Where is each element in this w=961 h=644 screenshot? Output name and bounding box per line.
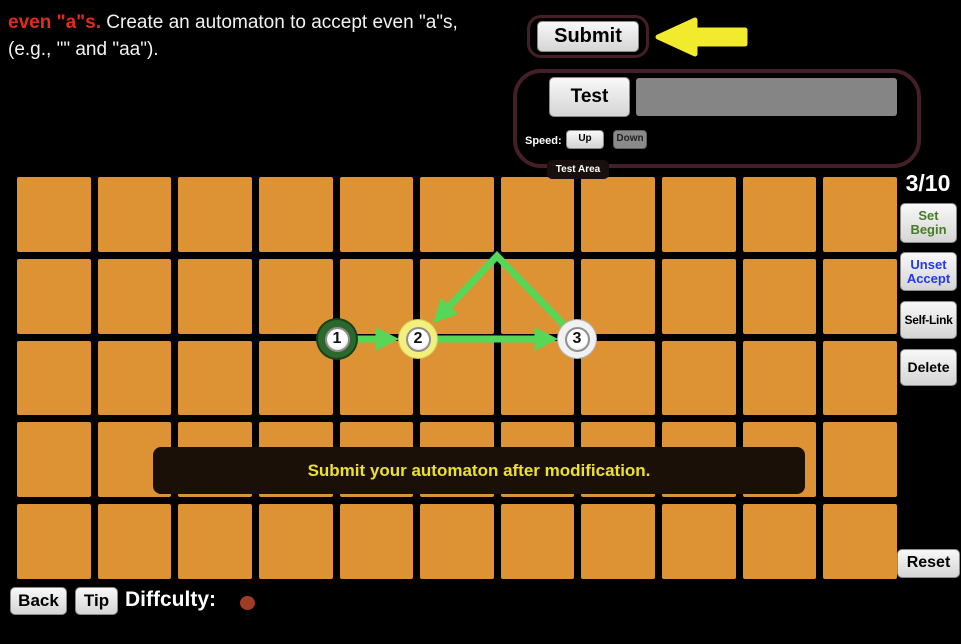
grid-cell[interactable] <box>742 177 817 252</box>
grid-cell[interactable] <box>339 177 414 252</box>
grid-cell[interactable] <box>662 504 736 579</box>
reset-button[interactable]: Reset <box>897 549 960 578</box>
grid-cell[interactable] <box>742 340 817 416</box>
grid-cell[interactable] <box>662 340 736 416</box>
grid-cell[interactable] <box>662 258 736 334</box>
grid-cell[interactable] <box>500 340 575 416</box>
state-node-3[interactable]: 3 <box>558 320 596 358</box>
hint-banner: Submit your automaton after modification… <box>153 447 805 494</box>
grid-cell[interactable] <box>662 177 736 252</box>
grid-cell[interactable] <box>178 177 252 252</box>
task-highlight: even "a"s. <box>8 12 102 33</box>
grid-cell[interactable] <box>97 504 172 579</box>
grid-cell[interactable] <box>17 258 91 334</box>
grid-cell[interactable] <box>258 504 333 579</box>
grid-cell[interactable] <box>823 340 897 416</box>
grid-cell[interactable] <box>339 504 414 579</box>
progress-counter: 3/10 <box>905 170 951 196</box>
grid-cell[interactable] <box>823 422 897 498</box>
grid-cell[interactable] <box>500 258 575 334</box>
grid-cell[interactable] <box>178 340 252 416</box>
back-button[interactable]: Back <box>10 587 67 615</box>
grid-cell[interactable] <box>17 422 91 498</box>
test-input[interactable] <box>636 78 897 116</box>
grid-cell[interactable] <box>581 340 656 416</box>
submit-button[interactable]: Submit <box>537 21 639 52</box>
grid-cell[interactable] <box>823 504 897 579</box>
test-button[interactable]: Test <box>549 77 630 117</box>
speed-up-button[interactable]: Up <box>566 130 604 149</box>
grid-cell[interactable] <box>420 258 494 334</box>
state-node-1[interactable]: 1 <box>318 320 356 358</box>
grid-cell[interactable] <box>339 258 414 334</box>
grid-cell[interactable] <box>178 504 252 579</box>
state-label: 3 <box>564 326 590 352</box>
difficulty-dot <box>240 596 255 610</box>
speed-down-button[interactable]: Down <box>613 130 647 149</box>
state-label: 1 <box>324 326 350 352</box>
grid-cell[interactable] <box>581 258 656 334</box>
grid-cell[interactable] <box>17 177 91 252</box>
state-node-2[interactable]: 2 <box>399 320 437 358</box>
speed-label: Speed: <box>525 135 562 147</box>
board-grid <box>17 177 897 579</box>
grid-cell[interactable] <box>258 177 333 252</box>
grid-cell[interactable] <box>500 504 575 579</box>
self-link-button[interactable]: Self-Link <box>900 301 957 339</box>
tip-button[interactable]: Tip <box>75 587 118 615</box>
delete-button[interactable]: Delete <box>900 349 957 386</box>
grid-cell[interactable] <box>178 258 252 334</box>
grid-cell[interactable] <box>581 177 656 252</box>
grid-cell[interactable] <box>420 504 494 579</box>
grid-cell[interactable] <box>97 258 172 334</box>
task-description: Create an automaton to accept even "a"s, <box>106 12 458 33</box>
difficulty-label: Diffculty: <box>125 588 216 611</box>
grid-cell[interactable] <box>97 177 172 252</box>
pointer-arrow-icon <box>655 17 748 57</box>
grid-cell[interactable] <box>97 340 172 416</box>
task-instructions: even "a"s. Create an automaton to accept… <box>8 9 498 63</box>
grid-cell[interactable] <box>500 177 575 252</box>
grid-cell[interactable] <box>17 504 91 579</box>
state-label: 2 <box>405 326 431 352</box>
test-area-tab: Test Area <box>547 160 609 179</box>
grid-cell[interactable] <box>742 258 817 334</box>
grid-cell[interactable] <box>258 258 333 334</box>
grid-cell[interactable] <box>581 504 656 579</box>
grid-cell[interactable] <box>823 177 897 252</box>
grid-cell[interactable] <box>17 340 91 416</box>
submit-highlight-outline: Submit <box>527 15 649 58</box>
task-line-1: even "a"s. Create an automaton to accept… <box>8 9 498 36</box>
grid-cell[interactable] <box>742 504 817 579</box>
grid-cell[interactable] <box>420 340 494 416</box>
grid-cell[interactable] <box>823 258 897 334</box>
difficulty-dots <box>240 596 255 610</box>
grid-cell[interactable] <box>420 177 494 252</box>
test-panel: Test Speed: Up Down <box>513 69 921 168</box>
grid-cell[interactable] <box>258 340 333 416</box>
task-line-2: (e.g., "" and "aa"). <box>8 39 159 60</box>
grid-cell[interactable] <box>339 340 414 416</box>
